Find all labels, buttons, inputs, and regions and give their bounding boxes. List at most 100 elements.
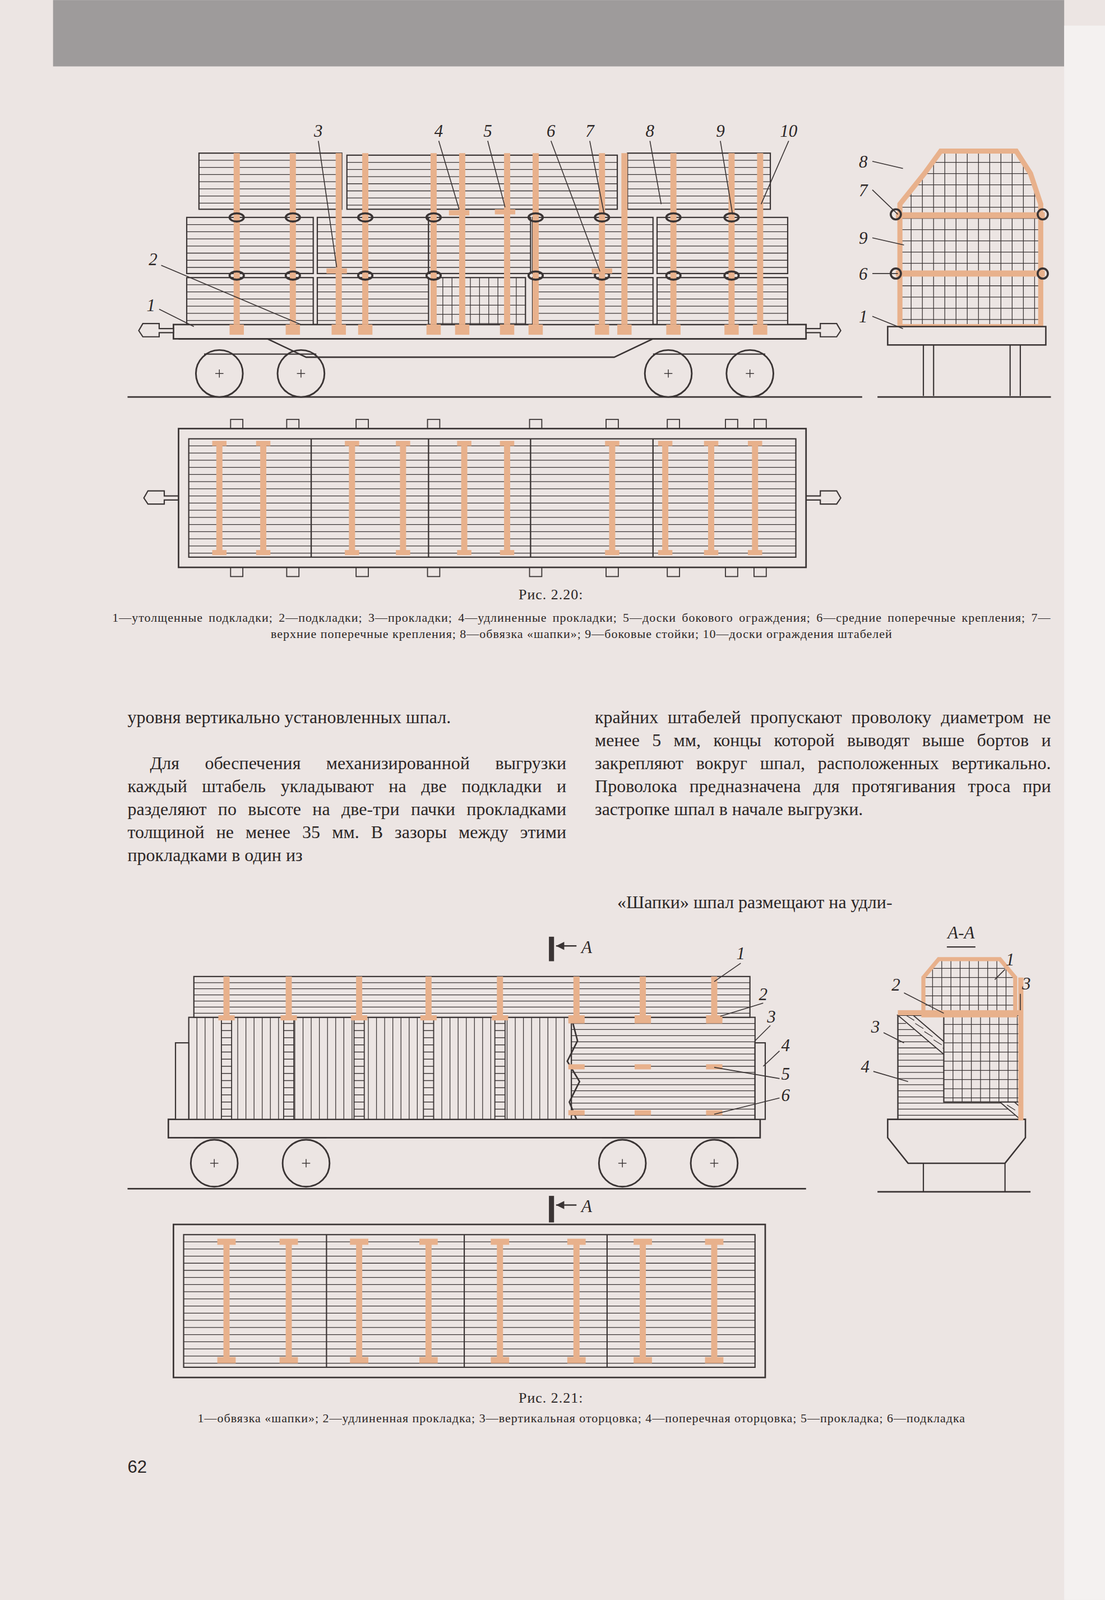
callout-number: 1 bbox=[734, 943, 748, 963]
drawing-stroke bbox=[354, 1094, 365, 1095]
drawing-stroke bbox=[571, 1102, 756, 1104]
drawing-stroke bbox=[426, 271, 441, 280]
callout-number: 6 bbox=[857, 264, 870, 283]
drawing-stroke bbox=[438, 140, 460, 210]
drawing-stroke bbox=[347, 169, 618, 170]
drawing-stroke bbox=[567, 1357, 586, 1364]
drawing-stroke bbox=[221, 1073, 232, 1074]
drawing-stroke bbox=[188, 481, 797, 483]
drawing-stroke bbox=[161, 265, 302, 325]
drawing-stroke bbox=[495, 1101, 506, 1103]
drawing-stroke bbox=[898, 1010, 1021, 1016]
drawing-stroke bbox=[423, 1101, 434, 1103]
drawing-stroke bbox=[426, 213, 441, 223]
drawing-stroke bbox=[899, 151, 1041, 327]
drawing-stroke bbox=[551, 140, 600, 272]
drawing-stroke bbox=[496, 976, 503, 1018]
drawing-stroke bbox=[427, 419, 441, 429]
drawing-stroke bbox=[221, 1087, 232, 1088]
drawing-stroke bbox=[690, 1139, 738, 1187]
drawing-stroke bbox=[899, 151, 1041, 327]
drawing-stroke bbox=[495, 1051, 506, 1053]
drawing-stroke bbox=[1009, 344, 1011, 396]
drawing-stroke bbox=[221, 1101, 232, 1103]
figure-caption: Рис. 2.21: bbox=[518, 1389, 584, 1407]
drawing-stroke bbox=[354, 1065, 365, 1067]
drawing-stroke bbox=[714, 1067, 780, 1079]
drawing-stroke bbox=[752, 324, 767, 335]
drawing-stroke bbox=[395, 549, 410, 556]
drawing-stroke bbox=[657, 312, 788, 314]
drawing-stroke bbox=[417, 1017, 418, 1120]
drawing-stroke bbox=[529, 567, 543, 577]
drawing-stroke bbox=[649, 140, 661, 205]
drawing-stroke bbox=[317, 306, 429, 307]
drawing-stroke bbox=[188, 474, 797, 475]
drawing-stroke bbox=[905, 1015, 915, 1021]
drawing-stroke bbox=[571, 1059, 756, 1061]
drawing-stroke bbox=[1004, 1163, 1006, 1192]
drawing-stroke bbox=[283, 1087, 294, 1088]
drawing-stroke bbox=[347, 176, 618, 177]
callout-number: 2 bbox=[889, 975, 903, 994]
drawing-stroke bbox=[667, 567, 680, 577]
drawing-stroke bbox=[270, 1017, 271, 1120]
drawing-stroke bbox=[495, 1030, 506, 1031]
drawing-stroke bbox=[428, 238, 531, 239]
drawing-stroke bbox=[183, 1334, 756, 1335]
drawing-stroke bbox=[423, 1087, 434, 1088]
drawing-stroke bbox=[294, 1017, 295, 1120]
drawing-stroke bbox=[747, 440, 762, 446]
drawing-stroke bbox=[283, 1115, 294, 1117]
drawing-stroke bbox=[978, 959, 979, 1016]
drawing-stroke bbox=[806, 491, 841, 505]
drawing-stroke bbox=[188, 531, 797, 533]
drawing-stroke bbox=[1019, 344, 1021, 396]
drawing-stroke bbox=[627, 181, 771, 182]
drawing-stroke bbox=[456, 549, 471, 556]
drawing-stroke bbox=[933, 151, 935, 327]
drawing-stroke bbox=[354, 1037, 365, 1038]
drawing-stroke bbox=[183, 1312, 756, 1314]
drawing-stroke bbox=[285, 271, 300, 280]
drawing-stroke bbox=[943, 1024, 1020, 1025]
drawing-stroke bbox=[362, 153, 369, 325]
drawing-stroke bbox=[199, 195, 342, 197]
drawing-stroke bbox=[872, 161, 904, 169]
drawing-stroke bbox=[395, 440, 410, 446]
drawing-stroke bbox=[724, 213, 739, 223]
drawing-stroke bbox=[872, 316, 904, 329]
drawing-stroke bbox=[325, 1234, 327, 1368]
drawing-stroke bbox=[423, 1044, 434, 1046]
drawing-stroke bbox=[528, 213, 543, 223]
drawing-stroke bbox=[354, 1080, 365, 1081]
drawing-stroke bbox=[568, 1110, 585, 1116]
drawing-stroke bbox=[354, 1108, 365, 1110]
drawing-stroke bbox=[354, 1101, 365, 1103]
drawing-stroke bbox=[923, 959, 1016, 1016]
callout-number: 6 bbox=[544, 121, 558, 140]
drawing-stroke bbox=[317, 224, 429, 225]
drawing-stroke bbox=[598, 153, 605, 325]
drawing-stroke bbox=[229, 324, 244, 335]
drawing-stroke bbox=[644, 349, 692, 397]
drawing-group bbox=[548, 936, 1021, 1223]
drawing-stroke bbox=[898, 1115, 1021, 1116]
callout-number: 4 bbox=[432, 121, 446, 140]
drawing-stroke bbox=[720, 140, 733, 215]
drawing-stroke bbox=[430, 153, 437, 325]
drawing-stroke bbox=[666, 324, 681, 335]
drawing-stroke bbox=[223, 976, 230, 1018]
drawing-stroke bbox=[183, 1320, 756, 1321]
drawing-stroke bbox=[317, 284, 429, 285]
drawing-stroke bbox=[725, 567, 738, 577]
drawing-stroke bbox=[602, 1136, 735, 1139]
drawing-stroke bbox=[237, 1017, 238, 1120]
drawing-stroke bbox=[260, 442, 267, 554]
callout-number: 9 bbox=[857, 228, 870, 248]
body-text: «Шапки» шпал размещают на удли- bbox=[594, 890, 1052, 914]
drawing-stroke bbox=[283, 1101, 294, 1103]
drawing-stroke bbox=[193, 1006, 751, 1008]
drawing-stroke bbox=[425, 976, 432, 1018]
